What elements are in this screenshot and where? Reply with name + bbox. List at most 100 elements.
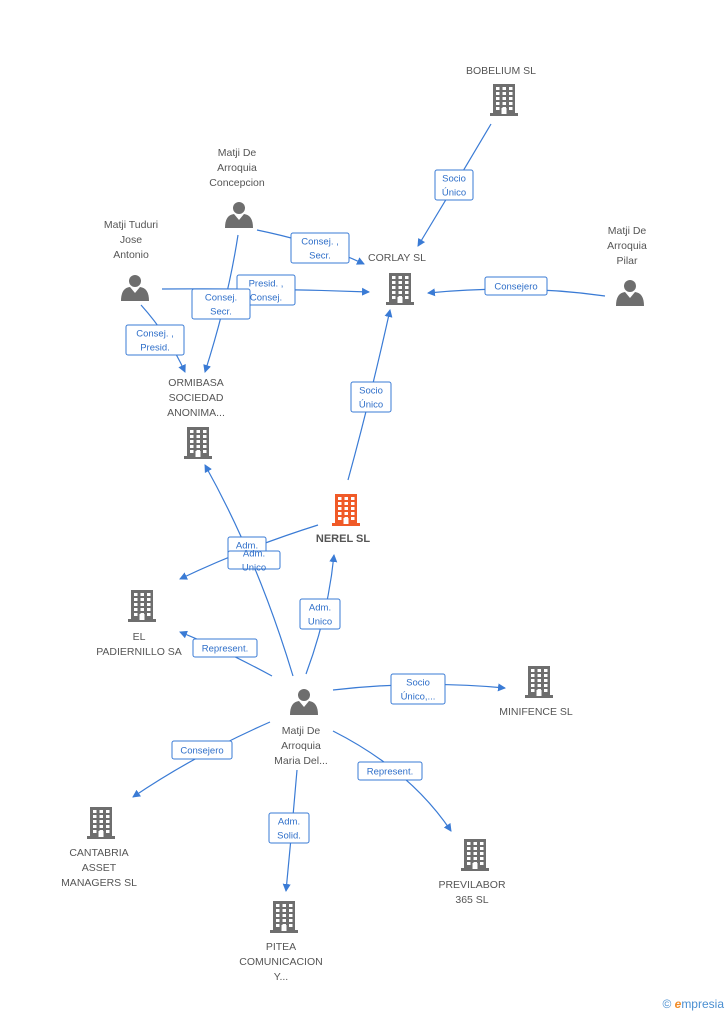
- node-label: Matji Tuduri: [104, 219, 158, 231]
- building-icon: [490, 84, 518, 116]
- edge-label-text: Socio: [406, 678, 430, 689]
- node-label: Arroquia: [217, 162, 257, 174]
- edge-label-text: Adm.: [278, 817, 300, 828]
- edge-label-text: Único: [359, 400, 383, 411]
- node-label: MANAGERS SL: [61, 877, 137, 889]
- node-label: Arroquia: [607, 240, 647, 252]
- node-label: CORLAY SL: [368, 252, 426, 264]
- node-bobelium[interactable]: BOBELIUM SL: [466, 65, 536, 116]
- edge-label-tuduri-ormibasa[interactable]: Consej. , Presid.: [125, 324, 185, 356]
- edge-label-text: Unico: [308, 617, 332, 628]
- edge-label-box: [290, 232, 350, 264]
- edge-label-box: [299, 598, 341, 630]
- copyright-notice: © empresia: [662, 997, 724, 1011]
- edge-label-text: Único: [442, 188, 466, 199]
- edge-label-mariadel-nerel[interactable]: Adm.Unico: [299, 598, 341, 630]
- edge-label-text: Secr.: [210, 307, 232, 318]
- building-icon: [270, 901, 298, 933]
- node-ormibasa[interactable]: ORMIBASA SOCIEDAD ANONIMA...: [167, 377, 225, 459]
- node-padiernillo[interactable]: EL PADIERNILLO SA: [96, 590, 182, 658]
- node-label: PADIERNILLO SA: [96, 646, 182, 658]
- edge-label-text: Adm.: [236, 541, 258, 552]
- node-label: 365 SL: [455, 894, 488, 906]
- node-label: Y...: [274, 971, 288, 983]
- node-minifence[interactable]: MINIFENCE SL: [499, 666, 573, 718]
- edge-label-box: [357, 761, 423, 781]
- node-label: Jose: [120, 234, 142, 246]
- edge-label-box: [434, 169, 474, 201]
- node-label: Arroquia: [281, 740, 321, 752]
- node-label: Matji De: [608, 225, 647, 237]
- copyright-symbol: ©: [662, 997, 672, 1011]
- building-icon: [461, 839, 489, 871]
- node-label: EL: [133, 631, 146, 643]
- edge-label-mariadel-pitea[interactable]: Adm. Solid.: [268, 812, 310, 844]
- edge-label-pilar-corlay[interactable]: Consejero: [484, 276, 548, 296]
- node-label: Antonio: [113, 249, 149, 261]
- edge-label-text: Secr.: [309, 251, 331, 262]
- building-icon: [87, 807, 115, 839]
- edge-label-text: Represent.: [202, 644, 248, 655]
- node-label: MINIFENCE SL: [499, 706, 573, 718]
- edge-mariadel-previlabor: [332, 730, 452, 832]
- building-icon: [386, 273, 414, 305]
- building-icon: [184, 427, 212, 459]
- edge-label-text: Consejero: [494, 282, 537, 293]
- edge-label-text: Presid.: [140, 343, 170, 354]
- edge-label-text: Socio: [442, 174, 466, 185]
- node-label: NEREL SL: [316, 533, 370, 545]
- node-label: Pilar: [616, 255, 638, 267]
- node-label: Concepcion: [209, 177, 265, 189]
- node-label: ORMIBASA: [168, 377, 223, 389]
- edge-label-mariadel-cantabria[interactable]: Consejero: [171, 740, 233, 760]
- node-pitea[interactable]: PITEA COMUNICACION Y...: [239, 901, 323, 983]
- edge-label-mariadel-padiernillo[interactable]: Represent.: [192, 638, 258, 658]
- person-icon: [616, 280, 644, 306]
- edge-label-text: Único,...: [401, 692, 436, 703]
- edge-label-box: [227, 550, 281, 570]
- node-label: SOCIEDAD: [169, 392, 224, 404]
- nodes-layer: BOBELIUM SL CORLAY SL ORMIBASA SOCIEDAD ANON…: [61, 65, 647, 983]
- brand-initial: e: [674, 997, 682, 1011]
- node-label: ANONIMA...: [167, 407, 225, 419]
- edge-label-text: Consej.: [250, 293, 282, 304]
- building-icon: [525, 666, 553, 698]
- edge-label-box: [484, 276, 548, 296]
- edge-label-text: Unico: [242, 563, 266, 574]
- node-label: PREVILABOR: [438, 879, 506, 891]
- edge-label-text: Adm.: [243, 549, 265, 560]
- edge-label-mariadel-previlabor[interactable]: Represent.: [357, 761, 423, 781]
- edge-label-text: Consej. ,: [136, 329, 174, 340]
- node-corlay[interactable]: CORLAY SL: [368, 252, 426, 305]
- person-icon: [121, 275, 149, 301]
- node-label: ASSET: [82, 862, 117, 874]
- node-nerel[interactable]: NEREL SL: [316, 494, 370, 545]
- edge-label-text: Solid.: [277, 831, 301, 842]
- edge-label-text: Consej.: [205, 293, 237, 304]
- edge-label-box: [350, 381, 392, 413]
- edge-label-text: Consej. ,: [301, 237, 339, 248]
- edge-label-concepcion-corlay[interactable]: Consej. , Secr.: [290, 232, 350, 264]
- edge-label-nerel-padiernillo[interactable]: Adm. Unico: [227, 549, 281, 574]
- node-label: COMUNICACION: [239, 956, 322, 968]
- node-label: PITEA: [266, 941, 296, 953]
- edge-label-box: [191, 288, 251, 320]
- node-previlabor[interactable]: PREVILABOR 365 SL: [438, 839, 506, 906]
- edge-label-box: [192, 638, 258, 658]
- edge-label-mariadel-minifence[interactable]: SocioÚnico,...: [390, 673, 446, 705]
- edge-label-box: [125, 324, 185, 356]
- edge-label-text: Presid. ,: [249, 279, 284, 290]
- edge-label-concepcion-ormibasa[interactable]: Consej. Secr.: [191, 288, 251, 320]
- edge-label-box: [390, 673, 446, 705]
- person-icon: [225, 202, 253, 228]
- building-icon: [128, 590, 156, 622]
